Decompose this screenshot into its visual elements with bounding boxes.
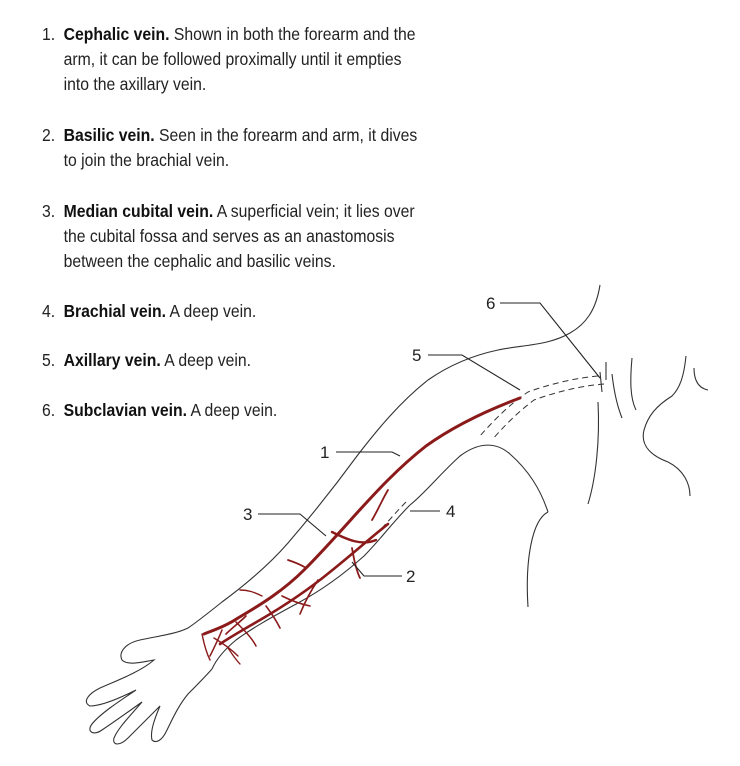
vein-branch xyxy=(225,615,247,635)
item-term: Basilic vein. xyxy=(63,125,155,145)
item-text: A deep vein. xyxy=(169,301,257,321)
vein-branch xyxy=(371,489,389,521)
item-number: 3. xyxy=(42,201,56,221)
axillary-vein-dashed-inner xyxy=(491,383,605,441)
vessel-ticks xyxy=(599,362,607,393)
list-item-basilic: 2. Basilic vein. Seen in the forearm and … xyxy=(42,123,417,173)
vein-branch xyxy=(299,579,319,615)
callout-3: 3 xyxy=(243,505,252,524)
vein-branch xyxy=(287,559,307,569)
vein-branch xyxy=(209,629,223,657)
item-text: Shown in both the forearm and the xyxy=(173,24,416,44)
vein-branch xyxy=(213,637,239,657)
item-number: 6. xyxy=(42,400,56,420)
item-number: 2. xyxy=(42,125,56,145)
item-term: Subclavian vein. xyxy=(63,400,188,420)
vessel-right xyxy=(693,367,709,391)
list-item-median-cubital: 3. Median cubital vein. A superficial vei… xyxy=(42,199,415,274)
list-item-axillary: 5. Axillary vein. A deep vein. xyxy=(42,348,251,373)
vessel-left-1 xyxy=(611,373,623,419)
callout-4: 4 xyxy=(446,502,455,521)
item-text: A deep vein. xyxy=(164,350,251,370)
callout-5: 5 xyxy=(412,346,421,365)
vessel-left-2 xyxy=(630,357,637,411)
item-text: A deep vein. xyxy=(190,400,278,420)
item-text: to join the brachial vein. xyxy=(63,150,230,170)
superficial-veins xyxy=(201,396,522,665)
leader-1 xyxy=(336,451,401,457)
vein-branch xyxy=(265,605,281,629)
item-text: between the cephalic and basilic veins. xyxy=(63,251,336,271)
item-number: 4. xyxy=(42,301,56,321)
leader-lines xyxy=(258,302,601,577)
torso-edge xyxy=(526,511,549,608)
leader-2 xyxy=(351,561,402,577)
list-item-cephalic: 1. Cephalic vein. Shown in both the forea… xyxy=(42,22,416,97)
vein-branch xyxy=(351,547,361,579)
vein-branch xyxy=(201,633,211,661)
item-term: Cephalic vein. xyxy=(63,24,170,44)
arm-outline xyxy=(85,284,709,745)
median-cubital-vein xyxy=(330,530,378,544)
vein-branch xyxy=(281,595,311,607)
chest-edge xyxy=(587,401,600,505)
item-text: arm, it can be followed proximally until… xyxy=(63,49,402,69)
item-text: A superficial vein; it lies over xyxy=(216,201,415,221)
leader-5 xyxy=(428,354,521,391)
item-text: Seen in the forearm and arm, it dives xyxy=(159,125,418,145)
basilic-vein xyxy=(218,522,390,646)
leader-6 xyxy=(500,302,601,379)
item-number: 5. xyxy=(42,350,56,370)
item-term: Median cubital vein. xyxy=(63,201,214,221)
item-text: the cubital fossa and serves as an anast… xyxy=(63,226,395,246)
item-term: Brachial vein. xyxy=(63,301,167,321)
item-number: 1. xyxy=(42,24,56,44)
cephalic-vein xyxy=(202,396,522,636)
leader-3 xyxy=(258,513,327,537)
vein-branch xyxy=(239,589,263,597)
list-item-brachial: 4. Brachial vein. A deep vein. xyxy=(42,299,256,324)
deep-veins xyxy=(379,375,605,531)
callout-1: 1 xyxy=(320,443,329,462)
axillary-vein-dashed xyxy=(479,375,599,437)
arm-outer-edge xyxy=(187,284,601,629)
arm-inner-edge xyxy=(211,444,549,670)
item-text: into the axillary vein. xyxy=(63,74,207,94)
vein-branch xyxy=(227,647,241,665)
callout-6: 6 xyxy=(486,294,495,313)
vein-branch xyxy=(235,621,257,647)
list-item-subclavian: 6. Subclavian vein. A deep vein. xyxy=(42,398,277,423)
aortic-arch xyxy=(642,355,691,497)
hand-outline xyxy=(85,627,213,745)
item-term: Axillary vein. xyxy=(63,350,161,370)
callout-2: 2 xyxy=(406,567,415,586)
